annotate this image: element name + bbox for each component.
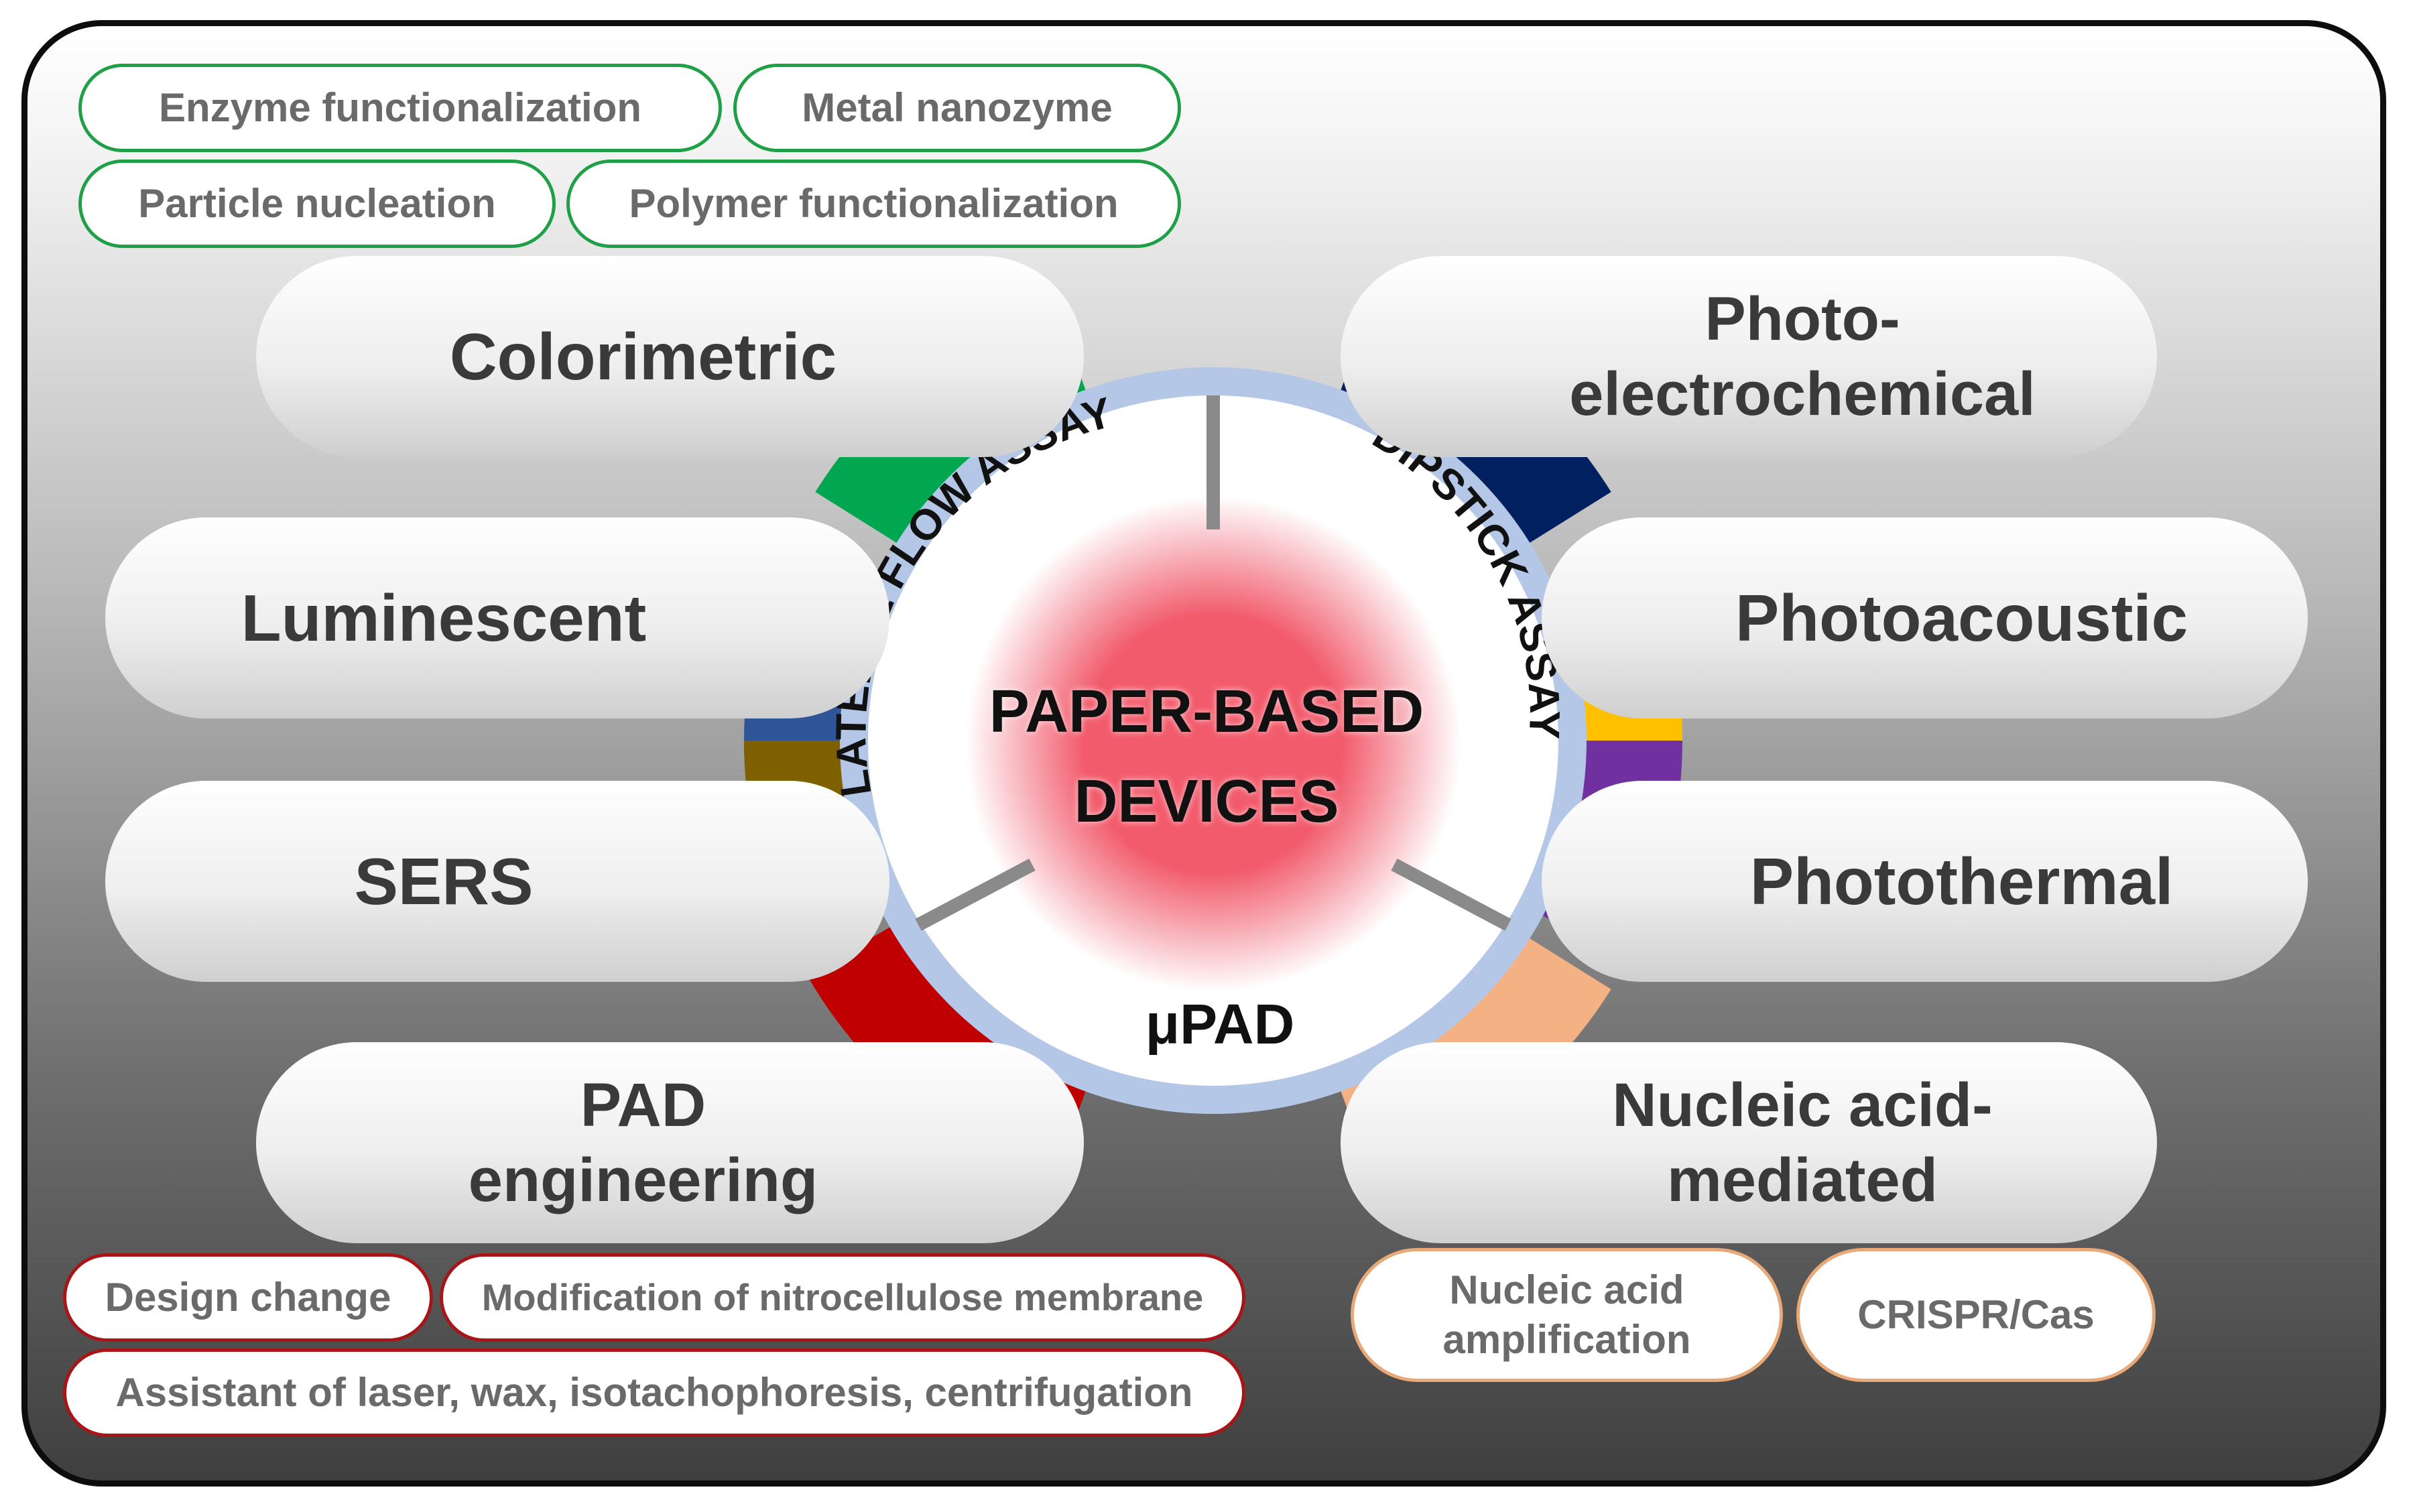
tag-label-line2: amplification [1442,1317,1691,1362]
luminescent-pill: Luminescent [105,517,889,718]
tag-polymer-functionalization: Polymer functionalization [566,160,1181,248]
nucleic-acid-mediated-line2: mediated [1667,1146,1938,1214]
colorimetric-pill: Colorimetric [256,256,1084,457]
photoacoustic-pill: Photoacoustic [1542,517,2308,718]
photoelectrochemical-pill: Photo- electrochemical [1341,256,2157,457]
center-title-line1: PAPER-BASED [989,678,1424,745]
mupad-label: μPAD [1145,993,1295,1056]
pad-engineering-pill: PAD engineering [256,1042,1084,1243]
photoelectrochemical-line2: electrochemical [1569,360,2036,428]
tag-label: CRISPR/Cas [1857,1292,2095,1337]
photothermal-pill: Photothermal [1542,781,2308,982]
tag-particle-nucleation: Particle nucleation [78,160,556,248]
tag-metal-nanozyme: Metal nanozyme [733,64,1181,152]
tag-enzyme-functionalization: Enzyme functionalization [78,64,722,152]
sers-pill: SERS [105,781,889,982]
tag-nitrocellulose-modification: Modification of nitrocellulose membrane [440,1253,1245,1342]
pad-engineering-line2: engineering [468,1146,818,1214]
luminescent-label: Luminescent [241,581,647,655]
photoelectrochemical-line1: Photo- [1705,285,1900,353]
nucleic-acid-mediated-line1: Nucleic acid- [1612,1071,1993,1139]
tag-crispr-cas: CRISPR/Cas [1796,1248,2156,1382]
core-glow [965,496,1461,992]
tag-label-line1: Nucleic acid [1449,1267,1684,1312]
tag-label: Metal nanozyme [802,85,1113,130]
tag-label: Enzyme functionalization [158,85,642,130]
colorimetric-label: Colorimetric [449,320,837,393]
sector-dividers [915,395,1511,931]
sers-label: SERS [354,844,534,918]
tag-label: Design change [105,1275,391,1320]
center-title-line2: DEVICES [1074,768,1339,835]
tag-label: Modification of nitrocellulose membrane [481,1276,1204,1318]
divider-left [915,859,1036,931]
divider-right [1391,859,1511,931]
tag-design-change: Design change [63,1253,433,1342]
pad-engineering-line1: PAD [580,1071,706,1139]
tag-assistant-methods: Assistant of laser, wax, isotachophoresi… [63,1348,1245,1437]
photothermal-label: Photothermal [1749,844,2174,918]
nucleic-acid-mediated-pill: Nucleic acid- mediated [1341,1042,2157,1243]
tag-nucleic-acid-amplification: Nucleic acid amplification [1351,1248,1783,1382]
tag-label: Polymer functionalization [629,181,1119,226]
photoacoustic-label: Photoacoustic [1735,581,2188,655]
center-title: PAPER-BASED DEVICES [945,667,1468,846]
tag-label: Assistant of laser, wax, isotachophoresi… [115,1370,1193,1415]
tag-label: Particle nucleation [138,181,496,226]
